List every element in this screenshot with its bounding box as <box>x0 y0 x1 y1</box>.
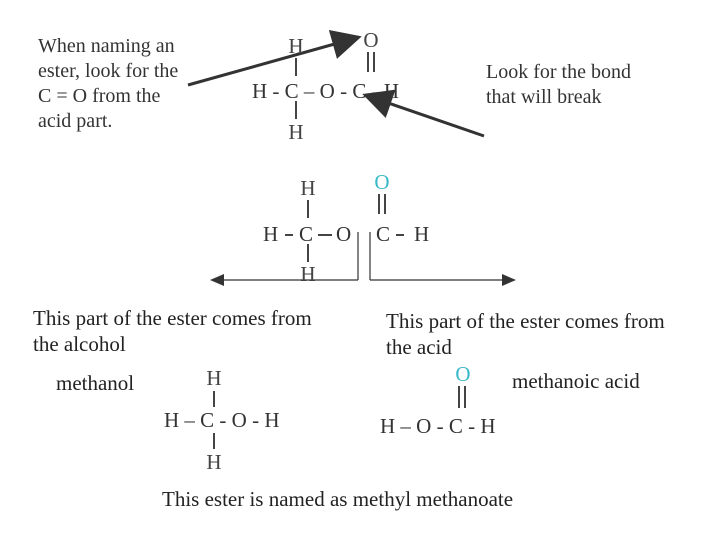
bond-note-line: that will break <box>486 86 602 108</box>
mid-h-right: H <box>414 222 430 246</box>
top-formula: H - C – O - C - H <box>252 79 399 103</box>
methanoic-double-bond-a <box>458 386 460 408</box>
mid-h-bottom: H <box>300 262 316 286</box>
methanoic-acid-label: methanoic acid <box>512 369 640 393</box>
methanol-h-bottom: H <box>206 450 222 474</box>
top-h-bottom: H <box>288 120 304 144</box>
methanoic-o-top: O <box>455 362 471 386</box>
naming-note-line: When naming an <box>38 35 175 57</box>
methanoic-double-bond-b <box>464 386 466 408</box>
top-double-bond-b <box>373 52 375 72</box>
acid-part-caption: This part of the ester comes from the ac… <box>386 308 665 361</box>
alcohol-part-caption: This part of the ester comes from the al… <box>33 305 312 358</box>
methanol-formula: H – C - O - H <box>164 408 280 432</box>
mid-h-left: H <box>263 222 279 246</box>
mid-o-mid: O <box>336 222 352 246</box>
naming-note-line: acid part. <box>38 110 113 132</box>
ester-name: methyl methanoate <box>352 487 514 511</box>
mid-double-bond-b <box>384 194 386 214</box>
mid-c2: C <box>376 222 391 246</box>
mid-bond-c2-h <box>396 234 404 236</box>
mid-h-top: H <box>300 176 316 200</box>
methanol-label: methanol <box>56 371 135 395</box>
methanol-bond-up <box>213 391 215 407</box>
acid-caption-line: This part of the ester comes from <box>386 309 665 333</box>
mid-double-bond-a <box>378 194 380 214</box>
top-bond-vertical-down <box>295 101 297 119</box>
alcohol-caption-line: the alcohol <box>33 332 126 357</box>
methanoic-formula: H – O - C - H <box>380 414 496 438</box>
mid-bond-left <box>285 234 293 236</box>
mid-o-top: O <box>374 170 390 194</box>
conclusion-text: This ester is named as methyl methanoate <box>162 489 513 510</box>
bond-note-line: Look for the bond <box>486 61 631 83</box>
top-bond-vertical-up <box>295 58 297 76</box>
top-h-top: H <box>288 34 304 58</box>
arrow-to-bond <box>362 89 485 138</box>
methanol-h-top: H <box>206 366 222 390</box>
naming-note-line: C = O from the <box>38 85 161 107</box>
conclusion-prefix: This ester is named as <box>162 487 353 511</box>
mid-bond-c1-o <box>318 234 332 236</box>
top-o-top: O <box>363 28 379 52</box>
bond-note: Look for the bond that will break <box>486 60 631 110</box>
arrow-to-carbonyl <box>187 30 362 87</box>
acid-caption-line: the acid <box>386 335 452 360</box>
top-double-bond-a <box>367 52 369 72</box>
mid-bond-vertical-down <box>307 244 309 262</box>
alcohol-caption-line: This part of the ester comes from <box>33 306 312 330</box>
naming-note-line: ester, look for the <box>38 60 179 82</box>
arrowhead-left <box>210 274 224 286</box>
arrowhead-right <box>502 274 516 286</box>
mid-bond-vertical-up <box>307 200 309 218</box>
naming-note: When naming an ester, look for the C = O… <box>38 34 178 134</box>
mid-c1: C <box>299 222 314 246</box>
methanol-bond-down <box>213 433 215 449</box>
